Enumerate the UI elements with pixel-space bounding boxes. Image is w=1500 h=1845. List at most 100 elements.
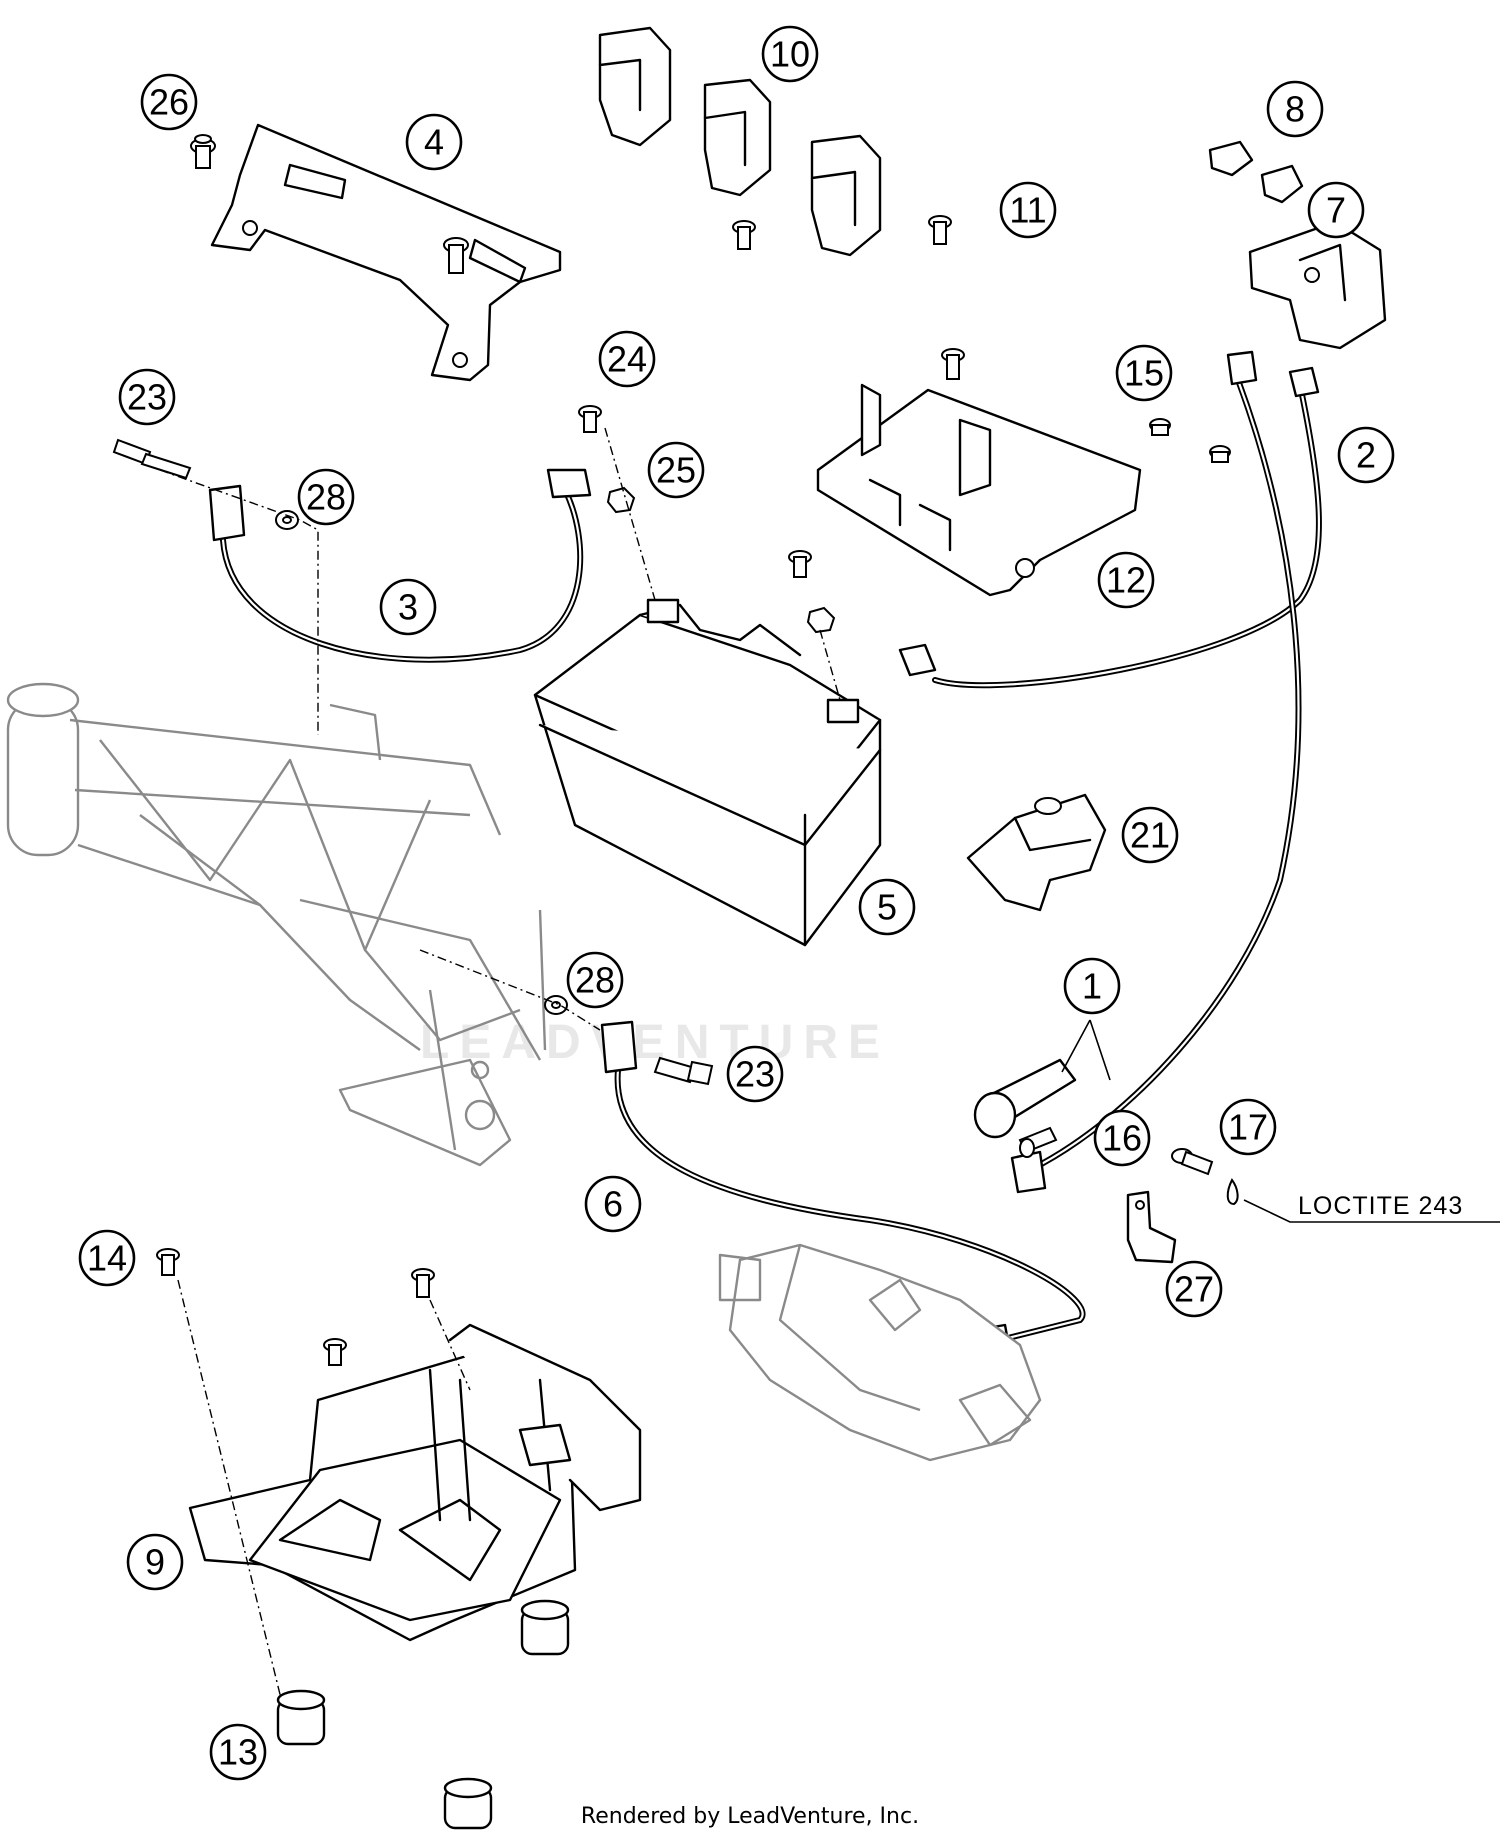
axis-line-14b bbox=[429, 1299, 471, 1391]
battery-tray bbox=[188, 1323, 642, 1642]
callout-7: 7 bbox=[1307, 181, 1365, 239]
svg-text:17: 17 bbox=[1228, 1107, 1268, 1148]
rubber-foot bbox=[520, 1599, 570, 1656]
cover-bolt bbox=[941, 348, 965, 380]
bolt-23-top bbox=[112, 438, 192, 480]
svg-text:9: 9 bbox=[145, 1542, 165, 1583]
bolt-17 bbox=[1171, 1148, 1239, 1206]
battery bbox=[533, 598, 882, 947]
rubber-feet bbox=[276, 1599, 570, 1830]
callout-10: 10 bbox=[761, 25, 819, 83]
callout-3: 3 bbox=[379, 578, 437, 636]
callout-13: 13 bbox=[209, 1723, 267, 1781]
starter-motor bbox=[718, 1243, 1042, 1462]
svg-text:12: 12 bbox=[1106, 560, 1146, 601]
callout-2: 2 bbox=[1337, 426, 1395, 484]
washer-28-top bbox=[275, 510, 299, 530]
axis-line-14 bbox=[177, 1279, 291, 1736]
washer-28-bottom bbox=[544, 995, 568, 1015]
callout-23-bottom: 23 bbox=[726, 1045, 784, 1103]
svg-text:15: 15 bbox=[1124, 353, 1164, 394]
callout-12: 12 bbox=[1097, 551, 1155, 609]
svg-text:26: 26 bbox=[149, 82, 189, 123]
battery-bracket bbox=[210, 123, 562, 382]
bolt-24 bbox=[578, 405, 602, 433]
bolt-14-right bbox=[411, 1268, 435, 1298]
callout-4: 4 bbox=[405, 113, 463, 171]
callout-23-top: 23 bbox=[118, 368, 176, 426]
cable-3 bbox=[208, 468, 592, 663]
bolt-23-bottom bbox=[653, 1056, 714, 1086]
svg-text:4: 4 bbox=[424, 122, 444, 163]
bolt-16 bbox=[1018, 1126, 1058, 1158]
bracket-bolt bbox=[443, 237, 469, 274]
callout-21: 21 bbox=[1121, 806, 1179, 864]
svg-text:28: 28 bbox=[306, 477, 346, 518]
terminal-cap bbox=[973, 1058, 1077, 1139]
svg-text:5: 5 bbox=[877, 887, 897, 928]
svg-text:13: 13 bbox=[218, 1732, 258, 1773]
callout-27: 27 bbox=[1165, 1260, 1223, 1318]
svg-text:3: 3 bbox=[398, 587, 418, 628]
battery-bolt bbox=[788, 550, 836, 634]
rubber-foot bbox=[276, 1689, 326, 1746]
frame-illustration bbox=[6, 682, 547, 1167]
leader-1 bbox=[1061, 1019, 1111, 1081]
callout-6: 6 bbox=[584, 1175, 642, 1233]
rubber-foot bbox=[443, 1777, 493, 1830]
relay-set bbox=[598, 26, 882, 257]
callout-11: 11 bbox=[999, 181, 1057, 239]
callout-28-top: 28 bbox=[297, 468, 355, 526]
svg-text:27: 27 bbox=[1174, 1269, 1214, 1310]
loctite-note: LOCTITE 243 bbox=[1243, 1192, 1500, 1223]
loctite-note-text: LOCTITE 243 bbox=[1298, 1192, 1463, 1220]
svg-text:6: 6 bbox=[603, 1184, 623, 1225]
svg-text:23: 23 bbox=[735, 1054, 775, 1095]
svg-text:24: 24 bbox=[607, 339, 647, 380]
bracket-27 bbox=[1126, 1190, 1177, 1264]
callout-15: 15 bbox=[1115, 344, 1173, 402]
svg-text:25: 25 bbox=[656, 450, 696, 491]
callout-24: 24 bbox=[598, 330, 656, 388]
axis-line-battery bbox=[819, 629, 841, 701]
svg-text:14: 14 bbox=[87, 1238, 127, 1279]
svg-text:10: 10 bbox=[770, 34, 810, 75]
callout-14: 14 bbox=[78, 1229, 136, 1287]
svg-text:23: 23 bbox=[127, 377, 167, 418]
render-credit: Rendered by LeadVenture, Inc. bbox=[580, 1804, 920, 1829]
bolt-11 bbox=[928, 215, 952, 245]
axis-line-3 bbox=[159, 469, 319, 735]
callout-5: 5 bbox=[858, 878, 916, 936]
callout-28-bottom: 28 bbox=[566, 951, 624, 1009]
cable-2 bbox=[898, 366, 1322, 689]
callout-16: 16 bbox=[1093, 1109, 1151, 1167]
callout-17: 17 bbox=[1219, 1098, 1277, 1156]
callout-1: 1 bbox=[1063, 957, 1121, 1015]
battery-cover bbox=[816, 383, 1142, 597]
callout-8: 8 bbox=[1266, 80, 1324, 138]
callout-9: 9 bbox=[126, 1533, 184, 1591]
svg-text:11: 11 bbox=[1009, 190, 1046, 231]
svg-text:28: 28 bbox=[575, 960, 615, 1001]
fuses bbox=[1208, 140, 1304, 204]
callout-26: 26 bbox=[140, 73, 198, 131]
terminal-cover-21 bbox=[966, 793, 1107, 912]
bolt-26 bbox=[190, 134, 216, 169]
starter-relay bbox=[1248, 220, 1387, 350]
svg-text:8: 8 bbox=[1285, 89, 1305, 130]
bolt-14-left bbox=[156, 1248, 180, 1276]
svg-text:1: 1 bbox=[1082, 966, 1102, 1007]
cable-1 bbox=[1010, 350, 1302, 1194]
svg-text:16: 16 bbox=[1102, 1118, 1142, 1159]
callout-25: 25 bbox=[647, 441, 705, 499]
bolt-11-left bbox=[732, 220, 756, 250]
axis-line-24 bbox=[604, 427, 656, 601]
svg-text:2: 2 bbox=[1356, 435, 1376, 476]
nut-25 bbox=[606, 486, 636, 514]
nut-15 bbox=[1149, 418, 1231, 463]
bolt-14-middle bbox=[323, 1338, 347, 1366]
watermark: LEADVENTURE bbox=[420, 1016, 890, 1069]
svg-text:21: 21 bbox=[1130, 815, 1170, 856]
svg-text:7: 7 bbox=[1326, 190, 1346, 231]
